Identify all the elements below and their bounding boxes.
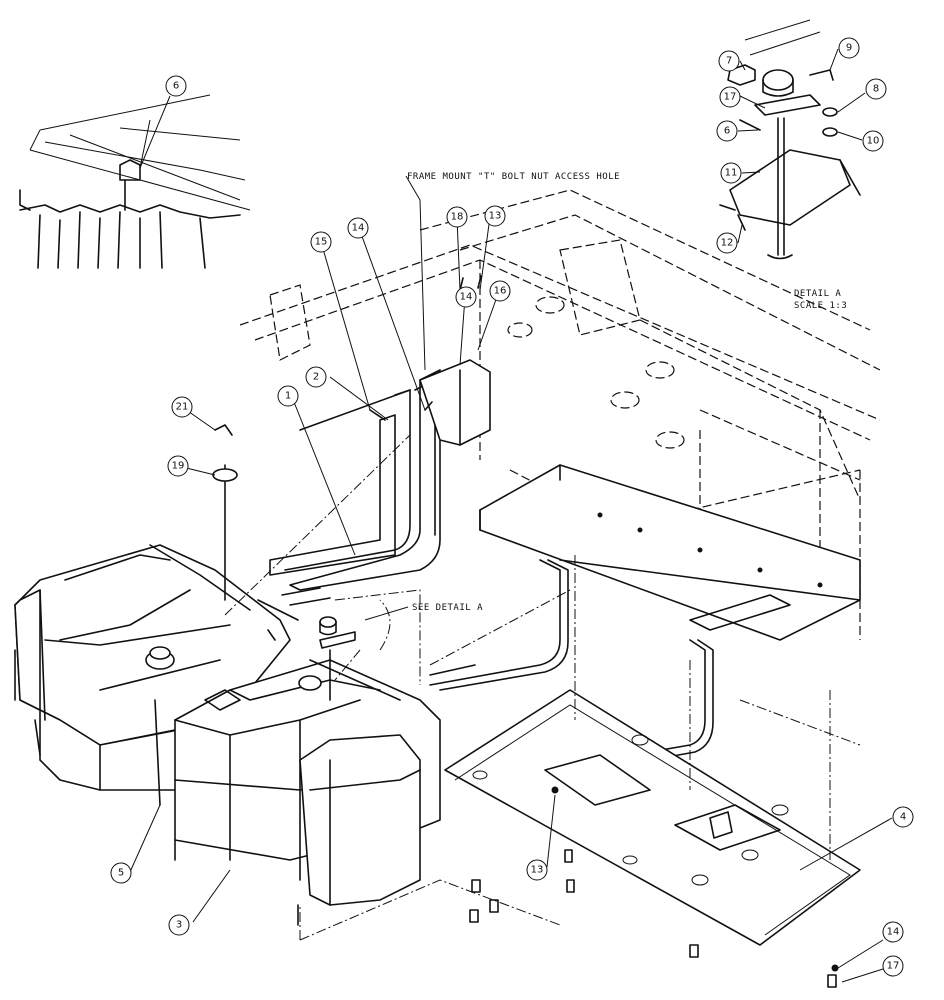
base-plate bbox=[444, 689, 861, 946]
callout-14-left: 14 bbox=[347, 217, 369, 239]
callout-12: 12 bbox=[716, 232, 738, 254]
svg-text:2: 2 bbox=[313, 372, 319, 383]
svg-text:10: 10 bbox=[867, 136, 880, 147]
svg-text:8: 8 bbox=[873, 84, 879, 95]
svg-text:11: 11 bbox=[725, 168, 738, 179]
callout-16: 16 bbox=[489, 280, 511, 302]
callout-19: 19 bbox=[167, 455, 189, 477]
callout-17-detail: 17 bbox=[719, 86, 741, 108]
callout-18: 18 bbox=[446, 206, 468, 228]
svg-text:17: 17 bbox=[887, 961, 900, 972]
svg-text:12: 12 bbox=[721, 238, 734, 249]
callout-14-bottom: 14 bbox=[882, 921, 904, 943]
detail-scale: SCALE 1:3 bbox=[794, 301, 847, 311]
svg-text:13: 13 bbox=[489, 211, 502, 222]
callout-2: 2 bbox=[305, 366, 327, 388]
callout-9: 9 bbox=[838, 37, 860, 59]
callout-bubbles: 6 7 9 8 17 10 6 11 12 18 13 14 15 14 16 … bbox=[110, 37, 914, 977]
callout-14-mid: 14 bbox=[455, 286, 477, 308]
svg-text:1: 1 bbox=[285, 391, 291, 402]
svg-text:15: 15 bbox=[315, 237, 328, 248]
step-platform bbox=[479, 464, 861, 641]
callout-17-bottom: 17 bbox=[882, 955, 904, 977]
svg-text:9: 9 bbox=[846, 43, 852, 54]
svg-text:21: 21 bbox=[176, 402, 189, 413]
callout-8: 8 bbox=[865, 78, 887, 100]
svg-text:5: 5 bbox=[118, 868, 124, 879]
callout-10: 10 bbox=[862, 130, 884, 152]
svg-text:17: 17 bbox=[724, 92, 737, 103]
callout-3: 3 bbox=[168, 914, 190, 936]
top-left-inset bbox=[19, 94, 251, 269]
callout-15: 15 bbox=[310, 231, 332, 253]
svg-text:19: 19 bbox=[172, 461, 185, 472]
svg-text:7: 7 bbox=[726, 56, 732, 67]
svg-text:3: 3 bbox=[176, 920, 182, 931]
callout-6-detail: 6 bbox=[716, 120, 738, 142]
svg-text:4: 4 bbox=[900, 812, 906, 823]
svg-text:14: 14 bbox=[887, 927, 900, 938]
callout-13-bottom: 13 bbox=[526, 859, 548, 881]
detail-title: DETAIL A bbox=[794, 289, 841, 299]
svg-text:6: 6 bbox=[724, 126, 730, 137]
center-lines bbox=[224, 434, 861, 941]
loose-parts bbox=[212, 275, 839, 988]
callout-21: 21 bbox=[171, 396, 193, 418]
svg-text:13: 13 bbox=[531, 865, 544, 876]
leader-lines bbox=[129, 48, 893, 983]
see-detail-note: SEE DETAIL A bbox=[412, 603, 483, 613]
callout-11: 11 bbox=[720, 162, 742, 184]
detail-a-view bbox=[719, 19, 861, 260]
svg-text:18: 18 bbox=[451, 212, 464, 223]
callout-6-inset: 6 bbox=[165, 75, 187, 97]
notes: FRAME MOUNT "T" BOLT NUT ACCESS HOLE SEE… bbox=[407, 172, 847, 613]
callout-4: 4 bbox=[892, 806, 914, 828]
svg-text:6: 6 bbox=[173, 81, 179, 92]
svg-text:16: 16 bbox=[494, 286, 507, 297]
callout-1: 1 bbox=[277, 385, 299, 407]
svg-text:14: 14 bbox=[352, 223, 365, 234]
fuel-tank-right bbox=[174, 659, 441, 926]
frame-mount-note: FRAME MOUNT "T" BOLT NUT ACCESS HOLE bbox=[407, 172, 620, 182]
svg-text:14: 14 bbox=[460, 292, 473, 303]
callout-7: 7 bbox=[718, 50, 740, 72]
callout-13-top: 13 bbox=[484, 205, 506, 227]
callout-5: 5 bbox=[110, 862, 132, 884]
